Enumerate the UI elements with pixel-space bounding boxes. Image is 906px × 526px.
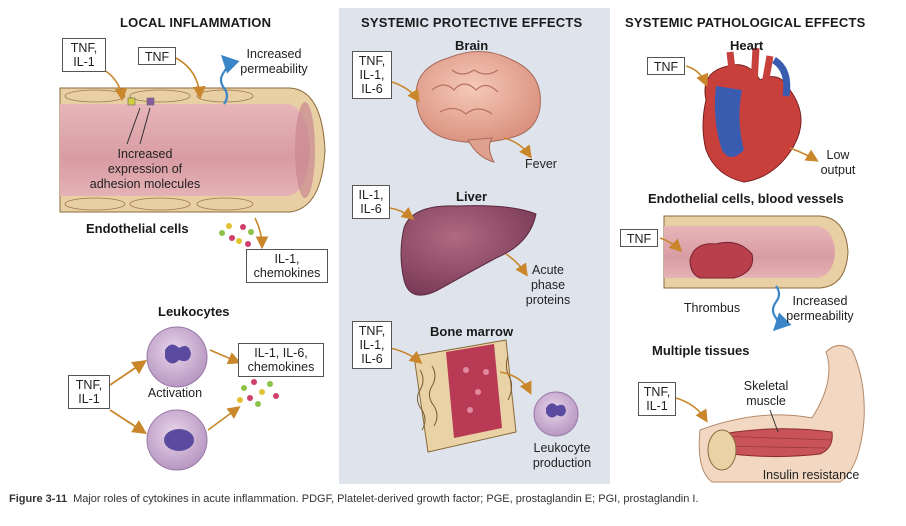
heart-illustration bbox=[702, 47, 802, 183]
increased-permeability-label: Increased permeability bbox=[240, 47, 308, 76]
brain-illustration bbox=[415, 50, 541, 163]
activation-label: Activation bbox=[147, 386, 203, 400]
tnf-il1-box-vessel: TNF, IL-1 bbox=[62, 38, 106, 72]
leukocytes-title: Leukocytes bbox=[158, 304, 230, 319]
il1-chemokines-box: IL-1, chemokines bbox=[246, 249, 328, 283]
liver-illustration bbox=[400, 205, 537, 296]
tnf-box-vessel: TNF bbox=[138, 47, 176, 65]
endothelial-cells-label: Endothelial cells bbox=[86, 221, 189, 236]
tissues-cytokine-box: TNF, IL-1 bbox=[638, 382, 676, 416]
figure-caption: Figure 3-11 Major roles of cytokines in a… bbox=[9, 493, 699, 505]
leukocyte-marrow bbox=[533, 391, 579, 437]
vessels-title: Endothelial cells, blood vessels bbox=[648, 191, 844, 206]
bone-marrow-title: Bone marrow bbox=[430, 324, 514, 339]
leukocyte-production-label: Leukocyte production bbox=[532, 441, 592, 470]
tnf-il1-box-leukocytes: TNF, IL-1 bbox=[68, 375, 110, 409]
right-vessel bbox=[663, 215, 849, 289]
acute-phase-proteins-label: Acute phase proteins bbox=[525, 263, 571, 307]
insulin-resistance-label: Insulin resistance bbox=[762, 468, 860, 482]
pathological-permeability-label: Increased permeability bbox=[786, 294, 854, 323]
heading-systemic-pathological: SYSTEMIC PATHOLOGICAL EFFECTS bbox=[625, 15, 866, 30]
leukocyte-lower bbox=[146, 409, 208, 471]
heart-title: Heart bbox=[730, 38, 764, 53]
brain-title: Brain bbox=[455, 38, 489, 53]
heart-tnf-box: TNF bbox=[647, 57, 685, 75]
leukocyte-upper bbox=[146, 326, 208, 388]
liver-title: Liver bbox=[456, 189, 488, 204]
thrombus-label: Thrombus bbox=[683, 301, 741, 315]
cytokine-dots-local bbox=[219, 223, 254, 247]
brain-cytokine-box: TNF, IL-1, IL-6 bbox=[352, 51, 392, 99]
liver-cytokine-box: IL-1, IL-6 bbox=[352, 185, 390, 219]
multiple-tissues-title: Multiple tissues bbox=[652, 343, 750, 358]
low-output-label: Low output bbox=[820, 148, 856, 177]
caption-text: Major roles of cytokines in acute inflam… bbox=[73, 493, 699, 505]
heading-systemic-protective: SYSTEMIC PROTECTIVE EFFECTS bbox=[361, 15, 583, 30]
skeletal-muscle-label: Skeletal muscle bbox=[743, 379, 789, 408]
arm-illustration bbox=[698, 345, 865, 483]
adhesion-molecules-label: Increased expression of adhesion molecul… bbox=[89, 147, 201, 191]
bone-marrow-illustration bbox=[413, 339, 517, 453]
vessel-tnf-box: TNF bbox=[620, 229, 658, 247]
il1-il6-chemokines-box: IL-1, IL-6, chemokines bbox=[238, 343, 324, 377]
cytokine-dots-leukocyte bbox=[237, 379, 279, 407]
figure-number: Figure 3-11 bbox=[9, 493, 68, 505]
fever-label: Fever bbox=[525, 157, 557, 171]
heading-local-inflammation: LOCAL INFLAMMATION bbox=[120, 15, 272, 30]
local-vessel bbox=[59, 87, 326, 213]
bone-marrow-cytokine-box: TNF, IL-1, IL-6 bbox=[352, 321, 392, 369]
